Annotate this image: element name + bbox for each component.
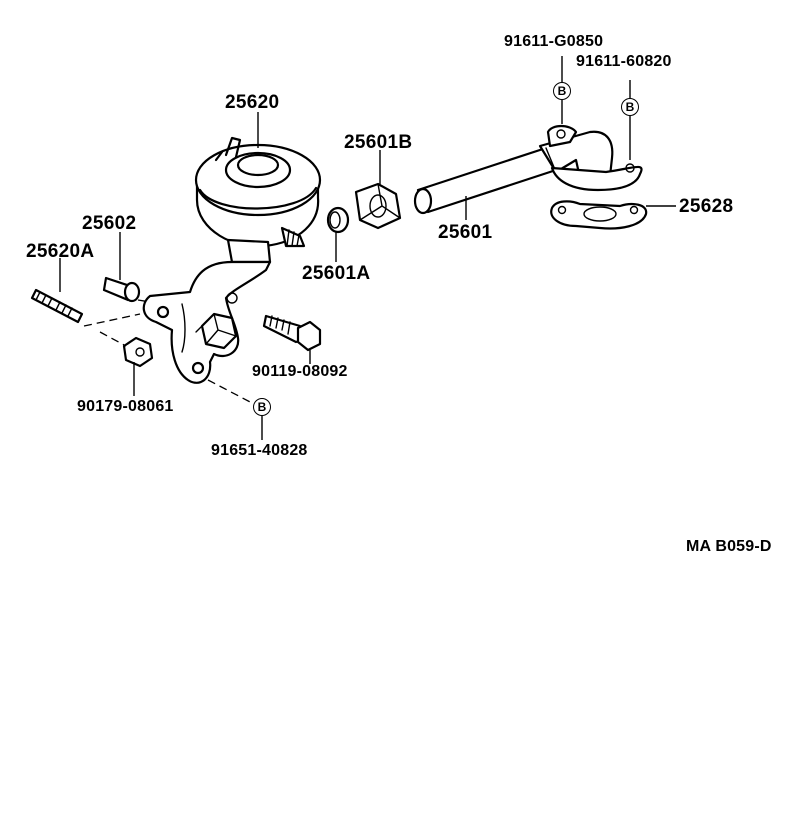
stud-bolt: [30, 288, 84, 324]
dash-nut: [99, 331, 127, 347]
collar: [326, 206, 350, 234]
label-91611-g: 91611-G0850: [504, 33, 604, 50]
label-91611: 91611-60820: [576, 53, 672, 70]
union-nut: [354, 182, 402, 230]
gasket: [550, 200, 648, 230]
badge-b-91611-g: B: [553, 82, 571, 100]
dash-bolt-25602: [137, 299, 151, 303]
bolt-90119: [262, 314, 322, 352]
label-91651: 91651-40828: [211, 442, 308, 459]
label-25628: 25628: [679, 196, 734, 217]
label-25620A: 25620A: [26, 241, 95, 262]
reference-code: MA B059-D: [686, 538, 772, 555]
egr-valve: [194, 136, 322, 264]
badge-b-91651: B: [253, 398, 271, 416]
label-25601B: 25601B: [344, 132, 413, 153]
dash-stud: [83, 313, 141, 327]
label-25602: 25602: [82, 213, 137, 234]
egr-bracket: [142, 260, 272, 384]
label-90179: 90179-08061: [77, 398, 174, 415]
label-25620: 25620: [225, 92, 280, 113]
dash-badge-b1: [207, 379, 255, 405]
label-25601A: 25601A: [302, 263, 371, 284]
egr-pipe: [413, 124, 643, 215]
nut-90179: [122, 336, 154, 368]
label-90119: 90119-08092: [252, 363, 348, 380]
small-bolt: [102, 276, 141, 303]
badge-b-91611: B: [621, 98, 639, 116]
label-25601: 25601: [438, 222, 493, 243]
